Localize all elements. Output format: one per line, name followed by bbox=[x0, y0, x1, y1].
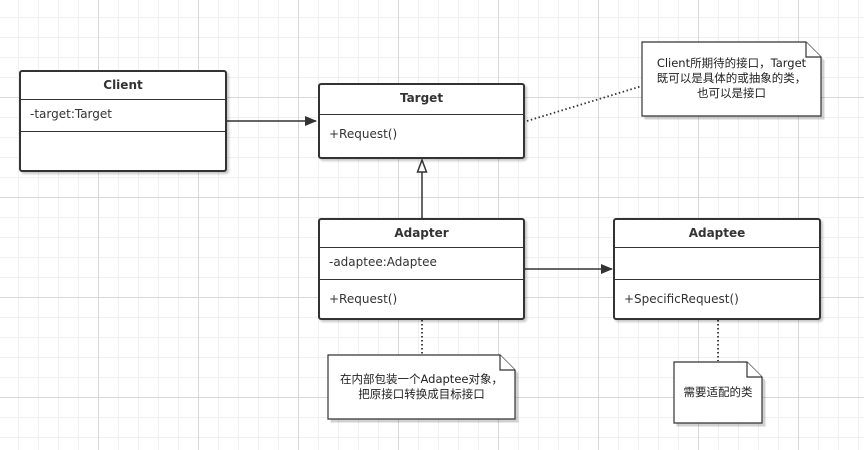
class-adaptee[interactable]: Adaptee +SpecificRequest() bbox=[613, 218, 821, 320]
note-target-line-1: Client所期待的接口，Target bbox=[656, 56, 807, 70]
note-adaptee-text: 需要适配的类 bbox=[673, 385, 763, 400]
note-link-target bbox=[526, 85, 643, 122]
class-adaptee-attribute bbox=[615, 248, 819, 280]
note-adapter-line-1: 在内部包装一个Adaptee对象， bbox=[340, 372, 503, 386]
note-adapter-line-2: 把原接口转换成目标接口 bbox=[358, 387, 485, 401]
class-client-attribute: -target:Target bbox=[21, 100, 225, 132]
class-adaptee-name: Adaptee bbox=[615, 220, 819, 248]
note-adaptee-line-1: 需要适配的类 bbox=[683, 385, 753, 399]
class-client-method bbox=[21, 132, 225, 170]
note-adapter-text: 在内部包装一个Adaptee对象， 把原接口转换成目标接口 bbox=[327, 372, 516, 402]
class-adapter[interactable]: Adapter -adaptee:Adaptee +Request() bbox=[318, 218, 525, 320]
note-target-line-2: 既可以是具体的或抽象的类， bbox=[656, 71, 807, 85]
note-target[interactable]: Client所期待的接口，Target 既可以是具体的或抽象的类， 也可以是接口 bbox=[641, 41, 825, 120]
class-target[interactable]: Target +Request() bbox=[318, 83, 525, 159]
class-target-name: Target bbox=[320, 85, 523, 115]
note-target-line-3: 也可以是接口 bbox=[697, 86, 766, 100]
note-target-text: Client所期待的接口，Target 既可以是具体的或抽象的类， 也可以是接口 bbox=[641, 56, 822, 101]
class-target-method: +Request() bbox=[329, 127, 398, 141]
note-adaptee[interactable]: 需要适配的类 bbox=[673, 361, 766, 427]
note-adapter[interactable]: 在内部包装一个Adaptee对象， 把原接口转换成目标接口 bbox=[327, 354, 519, 423]
class-client-name: Client bbox=[21, 72, 225, 100]
class-client[interactable]: Client -target:Target bbox=[19, 70, 227, 172]
class-adaptee-method: +SpecificRequest() bbox=[624, 292, 739, 306]
note-adaptee-shape bbox=[673, 361, 766, 427]
class-adapter-method: +Request() bbox=[329, 292, 398, 306]
generalization-arrowhead bbox=[416, 157, 428, 173]
note-adapter-shape bbox=[327, 354, 519, 423]
class-adapter-attribute: -adaptee:Adaptee bbox=[320, 248, 523, 280]
note-target-shape bbox=[641, 41, 825, 120]
class-adapter-name: Adapter bbox=[320, 220, 523, 248]
